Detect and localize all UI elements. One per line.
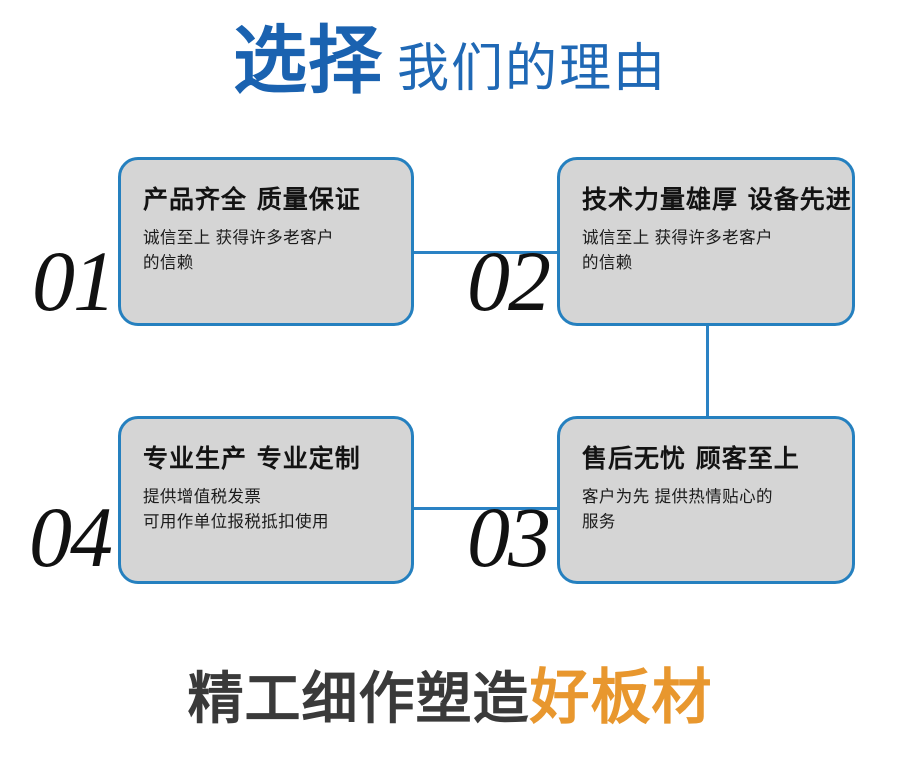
benefit-card-03[interactable]: 售后无忧 顾客至上 客户为先 提供热情贴心的 服务: [557, 416, 855, 584]
connector-card02-to-card03: [706, 325, 709, 417]
benefit-card-02[interactable]: 技术力量雄厚 设备先进 诚信至上 获得许多老客户 的信赖: [557, 157, 855, 326]
connector-card01-to-card02: [411, 251, 559, 254]
footer-slogan: 精工细作塑造好板材: [0, 668, 900, 728]
step-number-01: 01: [32, 233, 116, 329]
page-title-subtext: 我们的理由: [396, 40, 667, 98]
benefit-card-04-title: 专业生产 专业定制: [143, 444, 361, 473]
footer-slogan-accent: 好板材: [529, 663, 713, 733]
benefit-card-03-body-line-1: 客户为先 提供热情贴心的: [582, 487, 773, 506]
connector-card04-to-card03: [411, 507, 559, 510]
benefit-card-01-title: 产品齐全 质量保证: [143, 185, 361, 214]
benefit-card-04-body-line-1: 提供增值税发票: [143, 487, 262, 506]
page-title: 选择我们的理由: [0, 24, 900, 98]
benefit-card-02-title: 技术力量雄厚 设备先进: [582, 185, 852, 214]
benefit-card-01-body: 诚信至上 获得许多老客户 的信赖: [143, 226, 391, 277]
benefit-card-02-body-line-1: 诚信至上 获得许多老客户: [582, 228, 773, 247]
step-number-04: 04: [29, 489, 113, 585]
benefit-card-03-body: 客户为先 提供热情贴心的 服务: [582, 485, 832, 536]
benefit-card-04-body: 提供增值税发票 可用作单位报税抵扣使用: [143, 485, 391, 536]
benefit-card-03-title: 售后无忧 顾客至上: [582, 444, 800, 473]
benefit-card-01-body-line-1: 诚信至上 获得许多老客户: [143, 228, 334, 247]
step-number-02: 02: [467, 233, 551, 329]
benefit-card-04[interactable]: 专业生产 专业定制 提供增值税发票 可用作单位报税抵扣使用: [118, 416, 414, 584]
page-title-emphasis: 选择: [232, 18, 383, 104]
benefit-card-02-body: 诚信至上 获得许多老客户 的信赖: [582, 226, 832, 277]
benefit-card-01[interactable]: 产品齐全 质量保证 诚信至上 获得许多老客户 的信赖: [118, 157, 414, 326]
step-number-03: 03: [467, 489, 551, 585]
benefit-card-02-body-line-2: 的信赖: [582, 254, 633, 273]
benefit-card-04-body-line-2: 可用作单位报税抵扣使用: [143, 513, 329, 532]
benefit-card-01-body-line-2: 的信赖: [143, 254, 194, 273]
footer-slogan-primary: 精工细作塑造: [187, 667, 530, 732]
benefit-card-03-body-line-2: 服务: [582, 513, 616, 532]
